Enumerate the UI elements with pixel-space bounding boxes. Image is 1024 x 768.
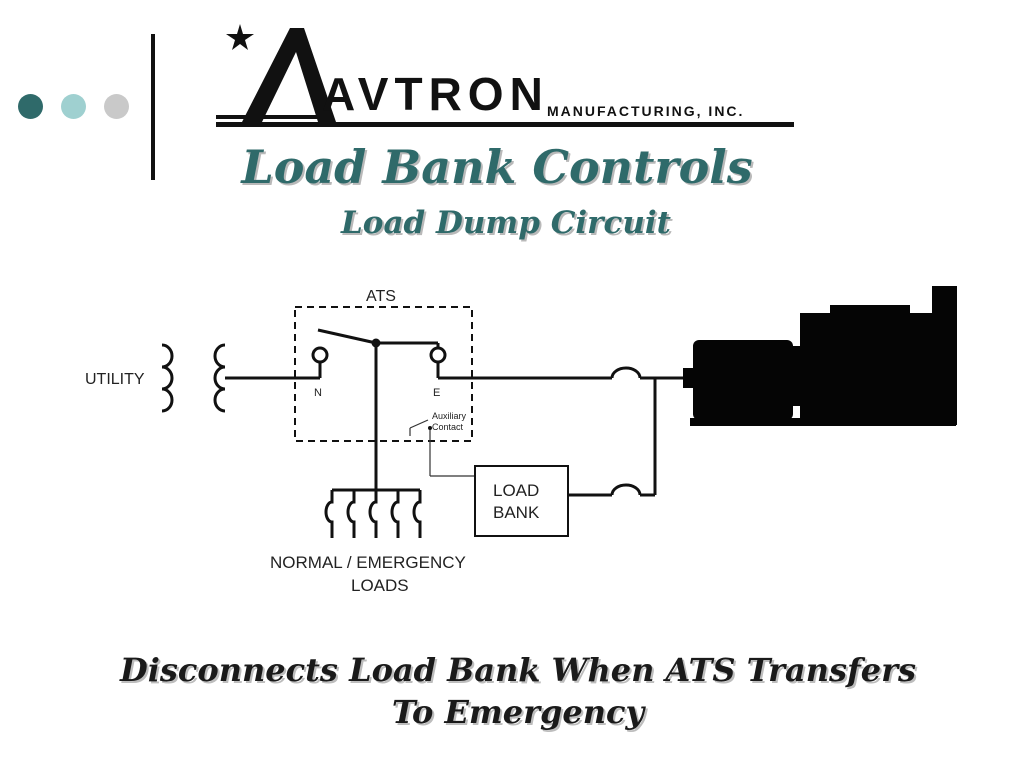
e-terminal-label: E	[433, 387, 440, 399]
aux-contact-dot	[428, 426, 432, 430]
caption-line-1: Disconnects Load Bank When ATS Transfers	[120, 651, 916, 689]
breaker-gen	[610, 366, 642, 379]
aux-contact-blade	[409, 419, 429, 429]
dot-gray	[104, 94, 129, 119]
dot-dark	[18, 94, 43, 119]
logo-crossbar	[216, 115, 326, 119]
logo-brand: AVTRON	[322, 68, 549, 120]
load-coil-1	[324, 490, 334, 538]
loads-label-2: LOADS	[351, 576, 409, 595]
star-icon	[226, 24, 254, 50]
n-contact	[311, 346, 329, 364]
n-terminal-label: N	[314, 387, 322, 399]
page-subtitle: Load Dump Circuit	[340, 205, 671, 241]
vertical-divider	[151, 34, 155, 180]
ats-box	[294, 306, 473, 442]
ats-label: ATS	[366, 288, 396, 305]
logo-underline	[216, 122, 794, 127]
decorative-dots	[18, 94, 129, 119]
utility-label: UTILITY	[85, 371, 145, 388]
load-bank-label-2: BANK	[493, 503, 540, 522]
utility-coil-primary	[161, 343, 174, 413]
caption-line-2: To Emergency	[391, 693, 645, 731]
load-bank-box	[474, 465, 569, 537]
load-coil-5	[412, 490, 422, 538]
aux-contact-label-1: Auxiliary	[432, 411, 467, 421]
generator-icon	[683, 286, 957, 426]
logo-a-mark	[242, 28, 336, 122]
load-coil-4	[390, 490, 400, 538]
logo-tagline: MANUFACTURING, INC.	[547, 103, 744, 119]
ats-switch-blade	[317, 328, 377, 345]
loads-label-1: NORMAL / EMERGENCY	[270, 553, 466, 572]
aux-contact-label-2: Contact	[432, 422, 464, 432]
load-bank-label-1: LOAD	[493, 481, 539, 500]
load-coil-2	[346, 490, 356, 538]
e-contact	[429, 346, 447, 364]
utility-coil-secondary	[213, 343, 226, 413]
breaker-load-bank	[610, 483, 642, 496]
load-coil-3	[368, 490, 378, 538]
dot-light	[61, 94, 86, 119]
load-dump-circuit-diagram: ATS UTILITY N E Auxiliary Contact LOAD B…	[85, 286, 957, 595]
page-title: Load Bank Controls	[241, 140, 753, 194]
avtron-logo: AVTRON MANUFACTURING, INC.	[216, 24, 794, 127]
